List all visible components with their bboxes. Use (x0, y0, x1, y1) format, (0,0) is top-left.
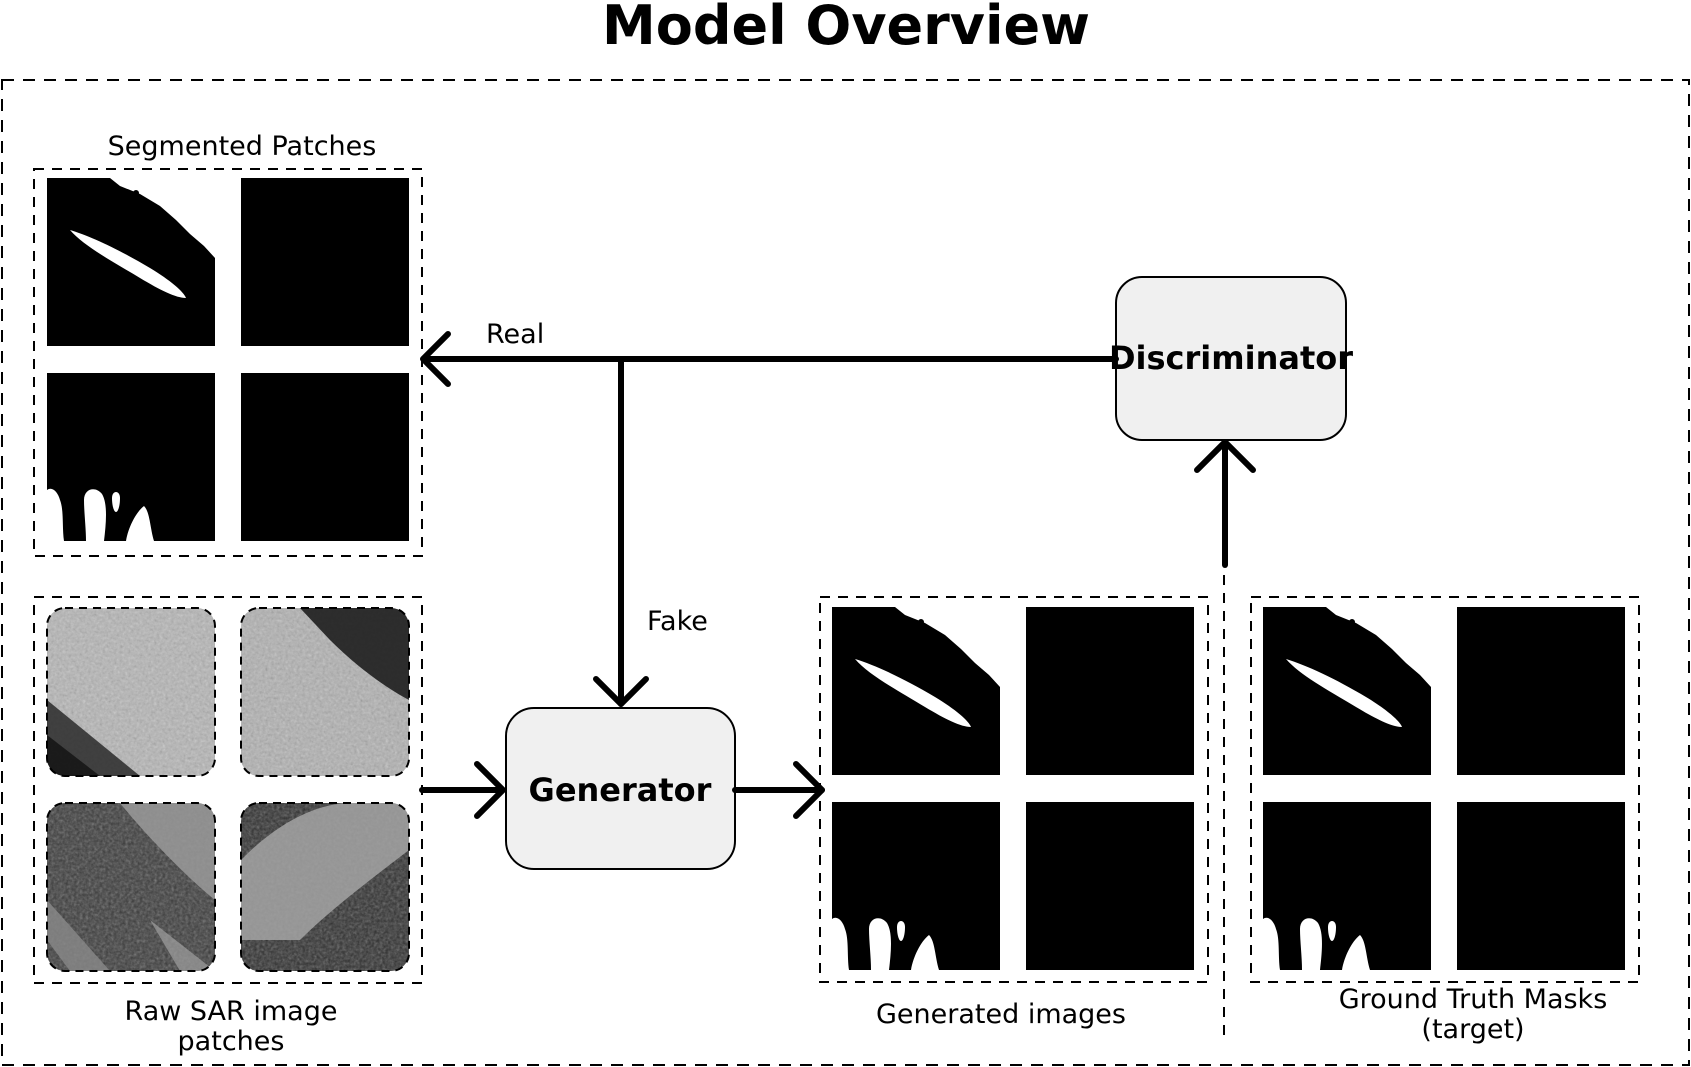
generated-patch-1 (832, 607, 1000, 775)
segmented-patch-2 (241, 178, 409, 346)
segmented-patch-3 (47, 373, 215, 541)
fake-label: Fake (647, 606, 708, 637)
generator-node: Generator (505, 707, 736, 870)
raw-sar-patch-3 (47, 803, 215, 971)
real-arrow (420, 331, 1119, 387)
generated-patch-4 (1026, 802, 1194, 970)
raw-patches-label-line1: Raw SAR image (125, 996, 338, 1027)
ground-truth-frame (1250, 596, 1640, 983)
output-arrow (732, 761, 825, 819)
ground-truth-patch-4 (1457, 802, 1625, 970)
ground-truth-patch-3 (1263, 802, 1431, 970)
segmented-patches-frame (33, 168, 423, 557)
segmented-patch-1 (47, 178, 215, 346)
generated-images-label: Generated images (876, 999, 1126, 1030)
generator-label: Generator (529, 771, 712, 809)
discriminator-label: Discriminator (1109, 339, 1353, 377)
raw-sar-patch-1 (47, 608, 215, 776)
ground-truth-label-line2: (target) (1421, 1014, 1524, 1045)
raw-sar-patch-2 (241, 608, 409, 776)
ground-truth-group: Ground Truth Masks (target) (1250, 596, 1640, 1045)
generated-patch-2 (1026, 607, 1194, 775)
fake-arrow (593, 356, 649, 707)
segmented-patches-label: Segmented Patches (108, 131, 377, 162)
raw-sar-patches-group: Raw SAR image patches (33, 596, 423, 1057)
segmented-patch-4 (241, 373, 409, 541)
page-title: Model Overview (602, 0, 1090, 57)
generated-images-group: Generated images (819, 596, 1209, 1030)
raw-patches-label-line2: patches (178, 1026, 285, 1057)
ground-truth-label-line1: Ground Truth Masks (1339, 984, 1608, 1015)
segmented-patches-group: Segmented Patches (33, 131, 423, 557)
generated-patch-3 (832, 802, 1000, 970)
ground-truth-patch-2 (1457, 607, 1625, 775)
raw-sar-patch-4 (241, 803, 409, 971)
outer-frame (1, 79, 1690, 1066)
input-arrow (419, 761, 506, 819)
ground-truth-patch-1 (1263, 607, 1431, 775)
discriminator-node: Discriminator (1109, 276, 1353, 441)
real-label: Real (486, 319, 544, 350)
discriminator-input-arrow (1194, 439, 1256, 568)
